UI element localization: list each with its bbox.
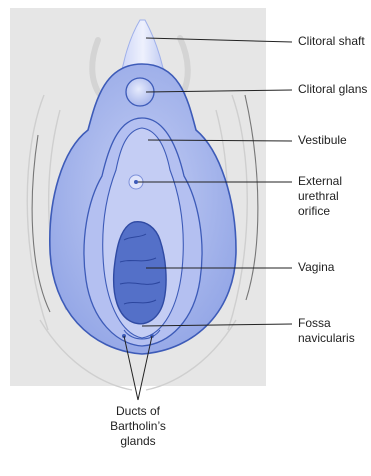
label-line: Fossa xyxy=(298,316,355,331)
label-clitoral-shaft: Clitoral shaft xyxy=(298,34,365,49)
vagina xyxy=(114,222,166,324)
label-vestibule: Vestibule xyxy=(298,133,347,148)
label-external-urethral-orifice: External urethral orifice xyxy=(298,174,342,219)
label-line: navicularis xyxy=(298,331,355,346)
label-line: urethral xyxy=(298,189,342,204)
label-clitoral-glans: Clitoral glans xyxy=(298,82,367,97)
label-fossa-navicularis: Fossa navicularis xyxy=(298,316,355,346)
label-line: Bartholin’s xyxy=(98,419,178,434)
label-line: External xyxy=(298,174,342,189)
urethral-orifice-center xyxy=(134,180,138,184)
label-vagina: Vagina xyxy=(298,260,334,275)
label-line: glands xyxy=(98,434,178,449)
label-ducts-of-bartholins-glands: Ducts of Bartholin’s glands xyxy=(98,404,178,449)
label-line: orifice xyxy=(298,204,342,219)
label-line: Ducts of xyxy=(98,404,178,419)
